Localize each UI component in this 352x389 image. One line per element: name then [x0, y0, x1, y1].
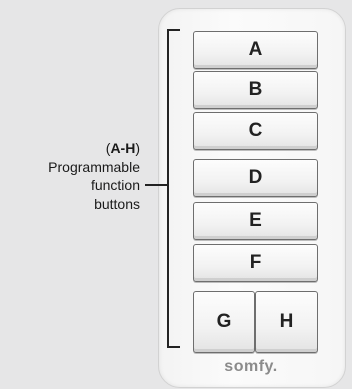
callout-open-paren: (	[105, 140, 111, 156]
callout-close-paren: )	[135, 140, 140, 156]
bracket-vertical-line	[167, 29, 169, 347]
button-e[interactable]: E	[193, 202, 318, 240]
callout-range-line: (A-H)	[48, 139, 140, 158]
bracket-top-tick	[167, 29, 180, 31]
callout-line-buttons: buttons	[94, 195, 140, 212]
brand-logo: somfy.	[224, 358, 278, 375]
callout-range: A-H	[110, 140, 136, 156]
callout-line-function: function	[90, 177, 140, 193]
button-g[interactable]: G	[193, 291, 255, 353]
callout-line-programmable: Programmable	[48, 158, 140, 175]
bracket-leader-line	[145, 184, 167, 186]
button-a[interactable]: A	[193, 31, 318, 69]
button-f[interactable]: F	[193, 244, 318, 282]
callout-label: (A-H) Programmable function buttons	[48, 139, 140, 213]
button-d[interactable]: D	[193, 159, 318, 197]
button-b[interactable]: B	[193, 71, 318, 109]
button-c[interactable]: C	[193, 112, 318, 150]
button-h[interactable]: H	[255, 291, 318, 353]
bracket-bottom-tick	[167, 346, 180, 348]
